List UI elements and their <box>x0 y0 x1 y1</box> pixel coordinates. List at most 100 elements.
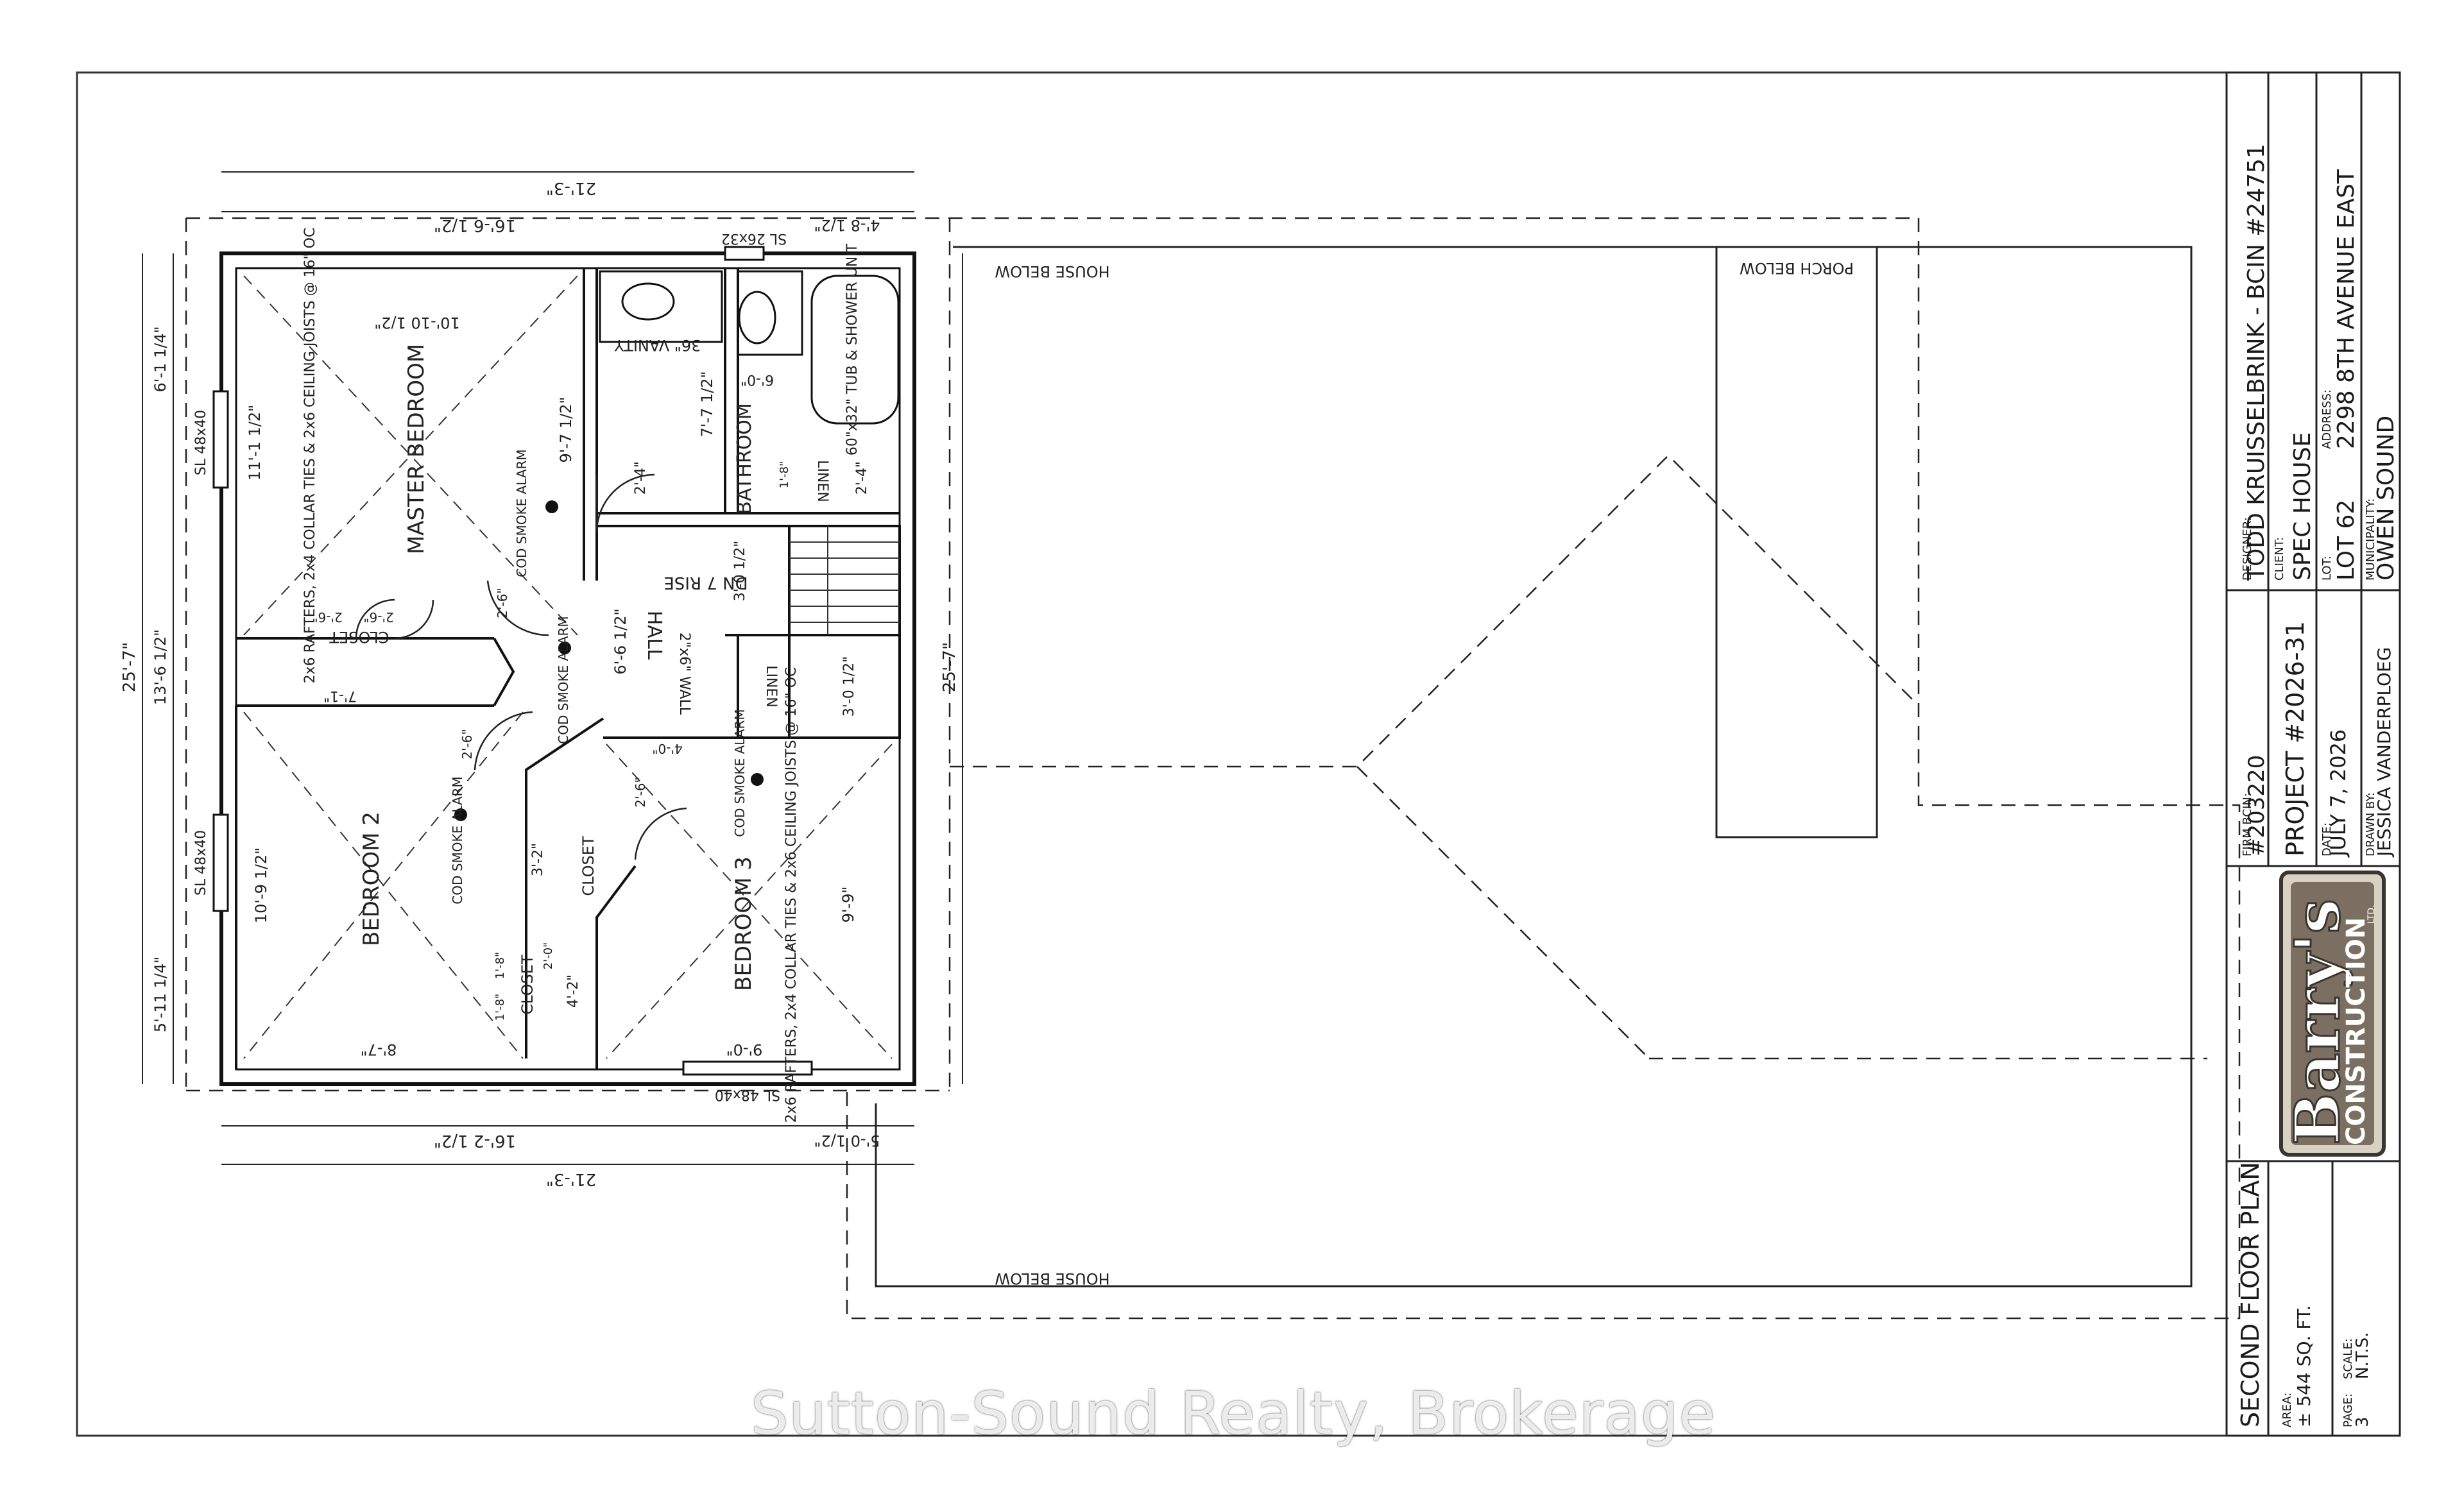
stair-label: DN 7 RISE <box>663 573 748 592</box>
dim-bath-linen: 1'-8" <box>778 461 791 489</box>
ceiling-lines <box>243 275 893 1059</box>
dim-bedroom-3-depth: 9'-0" <box>726 1041 763 1058</box>
wall-note: 2"x6" WALL <box>676 633 692 715</box>
smoke-alarm-label-2: COD SMOKE ALARM <box>556 616 571 744</box>
dim-left-top: 6'-1 1/4" <box>151 326 169 392</box>
smoke-alarm-label-3: COD SMOKE ALARM <box>450 776 465 904</box>
dim-master-width: 10'-10 1/2" <box>374 314 460 332</box>
dim-bath-width: 7'-7 1/2" <box>698 371 716 437</box>
page-value: 3 <box>2353 1416 2372 1427</box>
logo-name: Barry's <box>2281 899 2354 1145</box>
tub-label: 60"x32" TUB & SHOWER UNIT <box>844 243 860 455</box>
dim-closet-master-width: 7'-1" <box>323 688 357 704</box>
drawn-by-value: JESSICA VANDERPLOEG <box>2374 647 2395 858</box>
drawn-by-label: DRAWN BY: <box>2364 792 2377 856</box>
dim-closet-door-2: 2'-6" <box>363 609 393 625</box>
dim-bedroom-3-width: 9'-9" <box>839 887 857 923</box>
linen-label-bath: LINEN <box>814 460 830 502</box>
scale-label: SCALE: <box>2341 1338 2355 1379</box>
dim-bottom-right: 5'-0 1/2" <box>814 1132 880 1150</box>
linen-label-hall: LINEN <box>763 665 779 708</box>
area-value: ± 544 SQ. FT. <box>2293 1305 2314 1427</box>
closet-label-bedroom-2: CLOSET <box>518 955 536 1015</box>
porch-below-label: PORCH BELOW <box>1740 259 1854 277</box>
dim-hall-width: 6'-6 1/2" <box>612 608 629 674</box>
watermark: Sutton-Sound Realty, Brokerage <box>751 1379 1716 1448</box>
dim-hall-4: 4'-0" <box>652 741 682 756</box>
smoke-alarm-markers <box>454 500 764 821</box>
dim-closet-door-1: 2'-6" <box>312 609 342 625</box>
dim-closet-small-2: 1'-8" <box>493 994 507 1021</box>
window-label-left-2: SL 48x40 <box>193 830 209 896</box>
dim-bath-tub: 6'-0" <box>740 371 774 387</box>
firm-bcin-label: FIRM BCIN: <box>2241 793 2254 856</box>
dim-bedroom-3-closet: 3'-2" <box>530 843 546 876</box>
dim-master-depth: 11'-1 1/2" <box>246 405 264 480</box>
door-swings <box>355 473 687 860</box>
dim-master-door: 2'-4" <box>633 461 649 495</box>
firm-bcin-value: #203220 <box>2244 755 2270 856</box>
page-label: PAGE: <box>2341 1393 2355 1427</box>
dim-stair-1: 3'-0 1/2" <box>732 541 748 602</box>
dim-top-left: 16'-6 1/2" <box>434 216 516 235</box>
client-label: CLIENT: <box>2273 537 2286 581</box>
logo-ltd: LTD. <box>2366 905 2377 924</box>
designer-label: DESIGNER: <box>2241 517 2254 581</box>
area-label: AREA: <box>2280 1393 2294 1427</box>
company-logo <box>2279 871 2386 1157</box>
dim-bottom-left: 16'-2 1/2" <box>434 1131 516 1150</box>
dim-left-bottom: 5'-11 1/4" <box>151 956 169 1032</box>
dim-bedroom-2-width: 10'-9 1/2" <box>252 847 270 923</box>
house-below-label-bottom: HOUSE BELOW <box>995 1270 1109 1288</box>
stair-treads <box>789 526 900 635</box>
window-label-top: SL 26x32 <box>721 230 787 246</box>
address-label: ADDRESS: <box>2320 389 2334 449</box>
room-label-master-bedroom: MASTER BEDROOM <box>404 344 429 554</box>
room-label-bedroom-2: BEDROOM 2 <box>359 812 384 946</box>
room-label-hall: HALL <box>643 611 665 660</box>
sheet-title: SECOND FLOOR PLAN <box>2236 1162 2264 1427</box>
house-below-label-top: HOUSE BELOW <box>995 262 1109 280</box>
dim-left-overall: 25'-7" <box>120 642 139 692</box>
sheet-border <box>76 71 2401 1437</box>
dim-right-overall: 25'-7" <box>940 642 959 692</box>
vanity-label: 36" VANITY <box>614 336 701 354</box>
rafter-note-master: 2x6 RAFTERS, 2x4 COLLAR TIES & 2x6 CEILI… <box>302 228 318 684</box>
dim-top-overall: 21'-3" <box>546 178 596 198</box>
date-label: DATE: <box>2320 822 2334 856</box>
house-below-outline <box>875 246 2193 1288</box>
dim-bedroom-2-depth: 8'-7" <box>361 1041 397 1058</box>
window-label-bottom: SL 48x40 <box>715 1087 780 1103</box>
smoke-alarm-label-1: COD SMOKE ALARM <box>514 449 529 577</box>
dim-closet-small-3: 2'-0" <box>542 942 555 970</box>
dim-master-inner: 9'-7 1/2" <box>557 396 575 463</box>
title-block-frame <box>2225 71 2401 1437</box>
lot-label: LOT: <box>2320 556 2334 581</box>
project-number: PROJECT #2026-31 <box>2281 621 2309 856</box>
dim-closet-small-1: 1'-8" <box>493 952 507 980</box>
room-label-bathroom: BATHROOM <box>733 403 756 514</box>
scale-value: N.T.S. <box>2353 1332 2372 1379</box>
dim-bedroom-3-door: 2'-6" <box>633 777 648 807</box>
dim-hall-door: 2'-6" <box>495 588 510 618</box>
logo-subtitle: CONSTRUCTION <box>2341 917 2371 1145</box>
dim-linen-width: 2'-4" <box>854 461 870 495</box>
client-value: SPEC HOUSE <box>2289 432 2316 581</box>
rafter-note-bedroom-3: 2x6 RAFTERS, 2x4 COLLAR TIES & 2x6 CEILI… <box>783 667 800 1123</box>
address-value: 2298 8TH AVENUE EAST <box>2333 169 2359 449</box>
bath-fixtures <box>599 270 900 425</box>
dim-left-mid: 13'-6 1/2" <box>151 629 169 705</box>
smoke-alarm-label-4: COD SMOKE ALARM <box>732 709 748 837</box>
dim-top-right: 4'-8 1/2" <box>814 216 880 234</box>
designer-value: TODD KRUISSELBRINK - BCIN #24751 <box>2243 144 2270 581</box>
roof-outline <box>185 217 2241 1320</box>
date-value: JULY 7, 2026 <box>2326 729 2350 858</box>
dimension-lines <box>142 171 963 1165</box>
dim-bedroom-2-closet: 4'-2" <box>565 974 581 1008</box>
lot-value: LOT 62 <box>2333 500 2359 581</box>
dim-bottom-overall: 21'-3" <box>546 1169 596 1189</box>
dim-stair-2: 3'-0 1/2" <box>841 656 857 717</box>
windows <box>212 246 813 1076</box>
